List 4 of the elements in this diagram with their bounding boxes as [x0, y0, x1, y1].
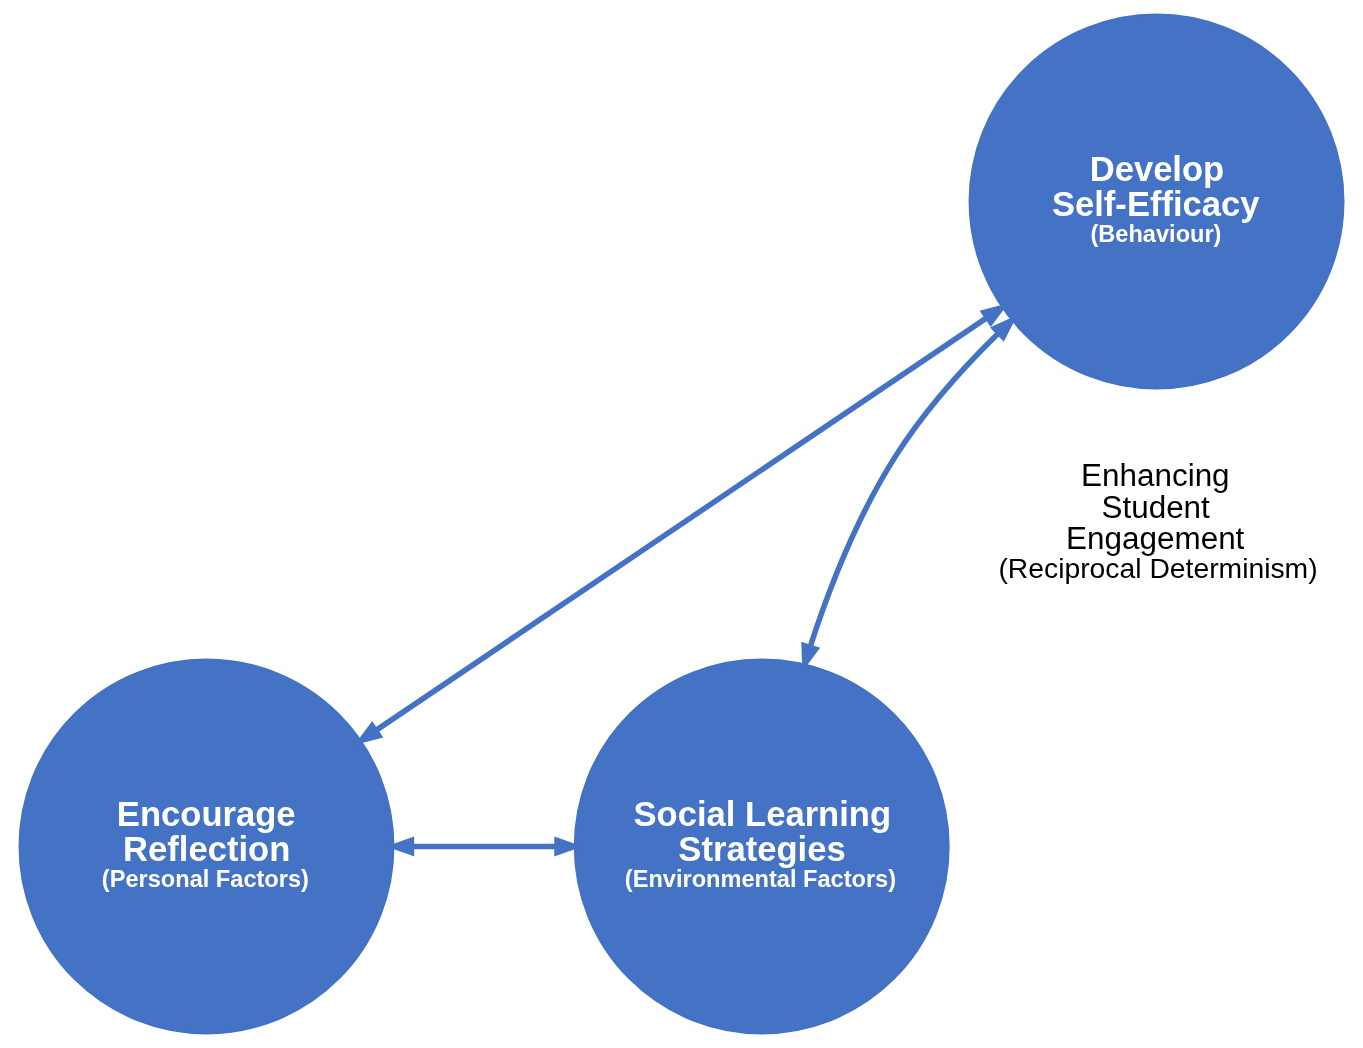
node-circle: Social Learning Strategies (Environmental Factors)	[573, 658, 950, 1035]
node-circle: Encourage Reflection (Personal Factors)	[18, 658, 395, 1035]
label: Enhancing Student Engagement	[1066, 458, 1245, 557]
node-circle: Develop Self-Efficacy (Behaviour)	[968, 13, 1345, 390]
